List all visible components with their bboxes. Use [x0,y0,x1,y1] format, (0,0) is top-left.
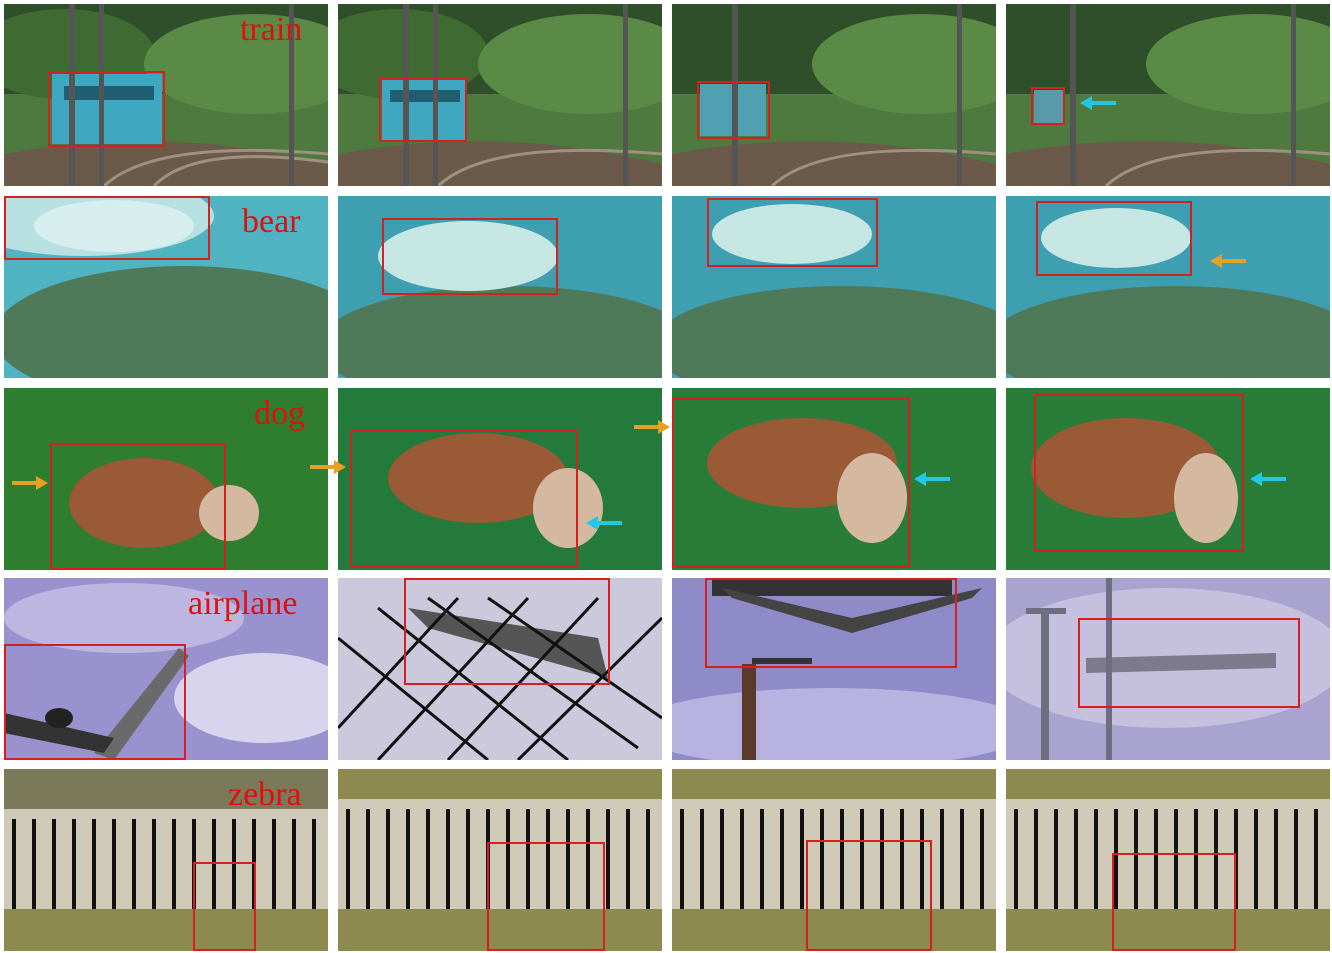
tracking-bbox [707,198,878,267]
bear-scene [672,196,996,378]
tracking-bbox [382,218,558,295]
dog-scene [672,388,996,570]
zebra-frame-3 [672,769,996,951]
bear-frame-4 [1006,196,1330,378]
tracking-bbox [48,71,165,147]
tracking-bbox [350,430,578,568]
tracking-bbox [379,77,467,142]
zebra-frame-2 [338,769,662,951]
dog-scene [338,388,662,570]
cyan-arrow-icon [1250,472,1286,486]
bear-scene [4,196,328,378]
train-scene [1006,4,1330,186]
train-frame-3 [672,4,996,186]
orange-arrow-icon [1210,254,1246,268]
tracking-bbox [4,196,210,260]
airplane-scene [1006,578,1330,760]
zebra-scene [672,769,996,951]
tracking-bbox [1112,853,1236,951]
train-frame-1 [4,4,328,186]
tracking-bbox [4,644,186,760]
row-label-dog: dog [254,395,305,432]
tracking-bbox [1036,201,1192,276]
tracking-bbox [1031,87,1065,125]
orange-arrow-icon [310,460,346,474]
bear-scene [338,196,662,378]
dog-frame-2 [338,388,662,570]
dog-scene [1006,388,1330,570]
tracking-bbox [1078,618,1300,708]
dog-scene [4,388,328,570]
train-scene [338,4,662,186]
row-label-train: train [240,11,303,48]
airplane-scene [672,578,996,760]
airplane-frame-4 [1006,578,1330,760]
tracking-bbox [1034,394,1244,552]
airplane-scene [4,578,328,760]
orange-arrow-icon [12,476,48,490]
tracking-bbox [697,81,770,139]
bear-frame-2 [338,196,662,378]
dog-frame-3 [672,388,996,570]
bear-frame-1 [4,196,328,378]
row-label-airplane: airplane [188,585,298,622]
row-label-zebra: zebra [228,776,302,813]
tracking-bbox [404,578,610,685]
tracking-bbox [487,842,605,951]
airplane-frame-3 [672,578,996,760]
zebra-frame-1 [4,769,328,951]
train-scene [4,4,328,186]
tracking-bbox [672,398,910,568]
cyan-arrow-icon [586,516,622,530]
train-frame-2 [338,4,662,186]
airplane-frame-2 [338,578,662,760]
cyan-arrow-icon [914,472,950,486]
dog-frame-1 [4,388,328,570]
tracking-bbox [705,578,957,668]
airplane-frame-1 [4,578,328,760]
zebra-scene [4,769,328,951]
train-scene [672,4,996,186]
bear-scene [1006,196,1330,378]
tracking-bbox [806,840,932,951]
zebra-scene [1006,769,1330,951]
zebra-frame-4 [1006,769,1330,951]
row-label-bear: bear [242,203,301,240]
tracking-bbox [50,443,226,570]
tracking-bbox [193,862,256,951]
train-frame-4 [1006,4,1330,186]
orange-arrow-icon [634,420,670,434]
cyan-arrow-icon [1080,96,1116,110]
zebra-scene [338,769,662,951]
dog-frame-4 [1006,388,1330,570]
bear-frame-3 [672,196,996,378]
